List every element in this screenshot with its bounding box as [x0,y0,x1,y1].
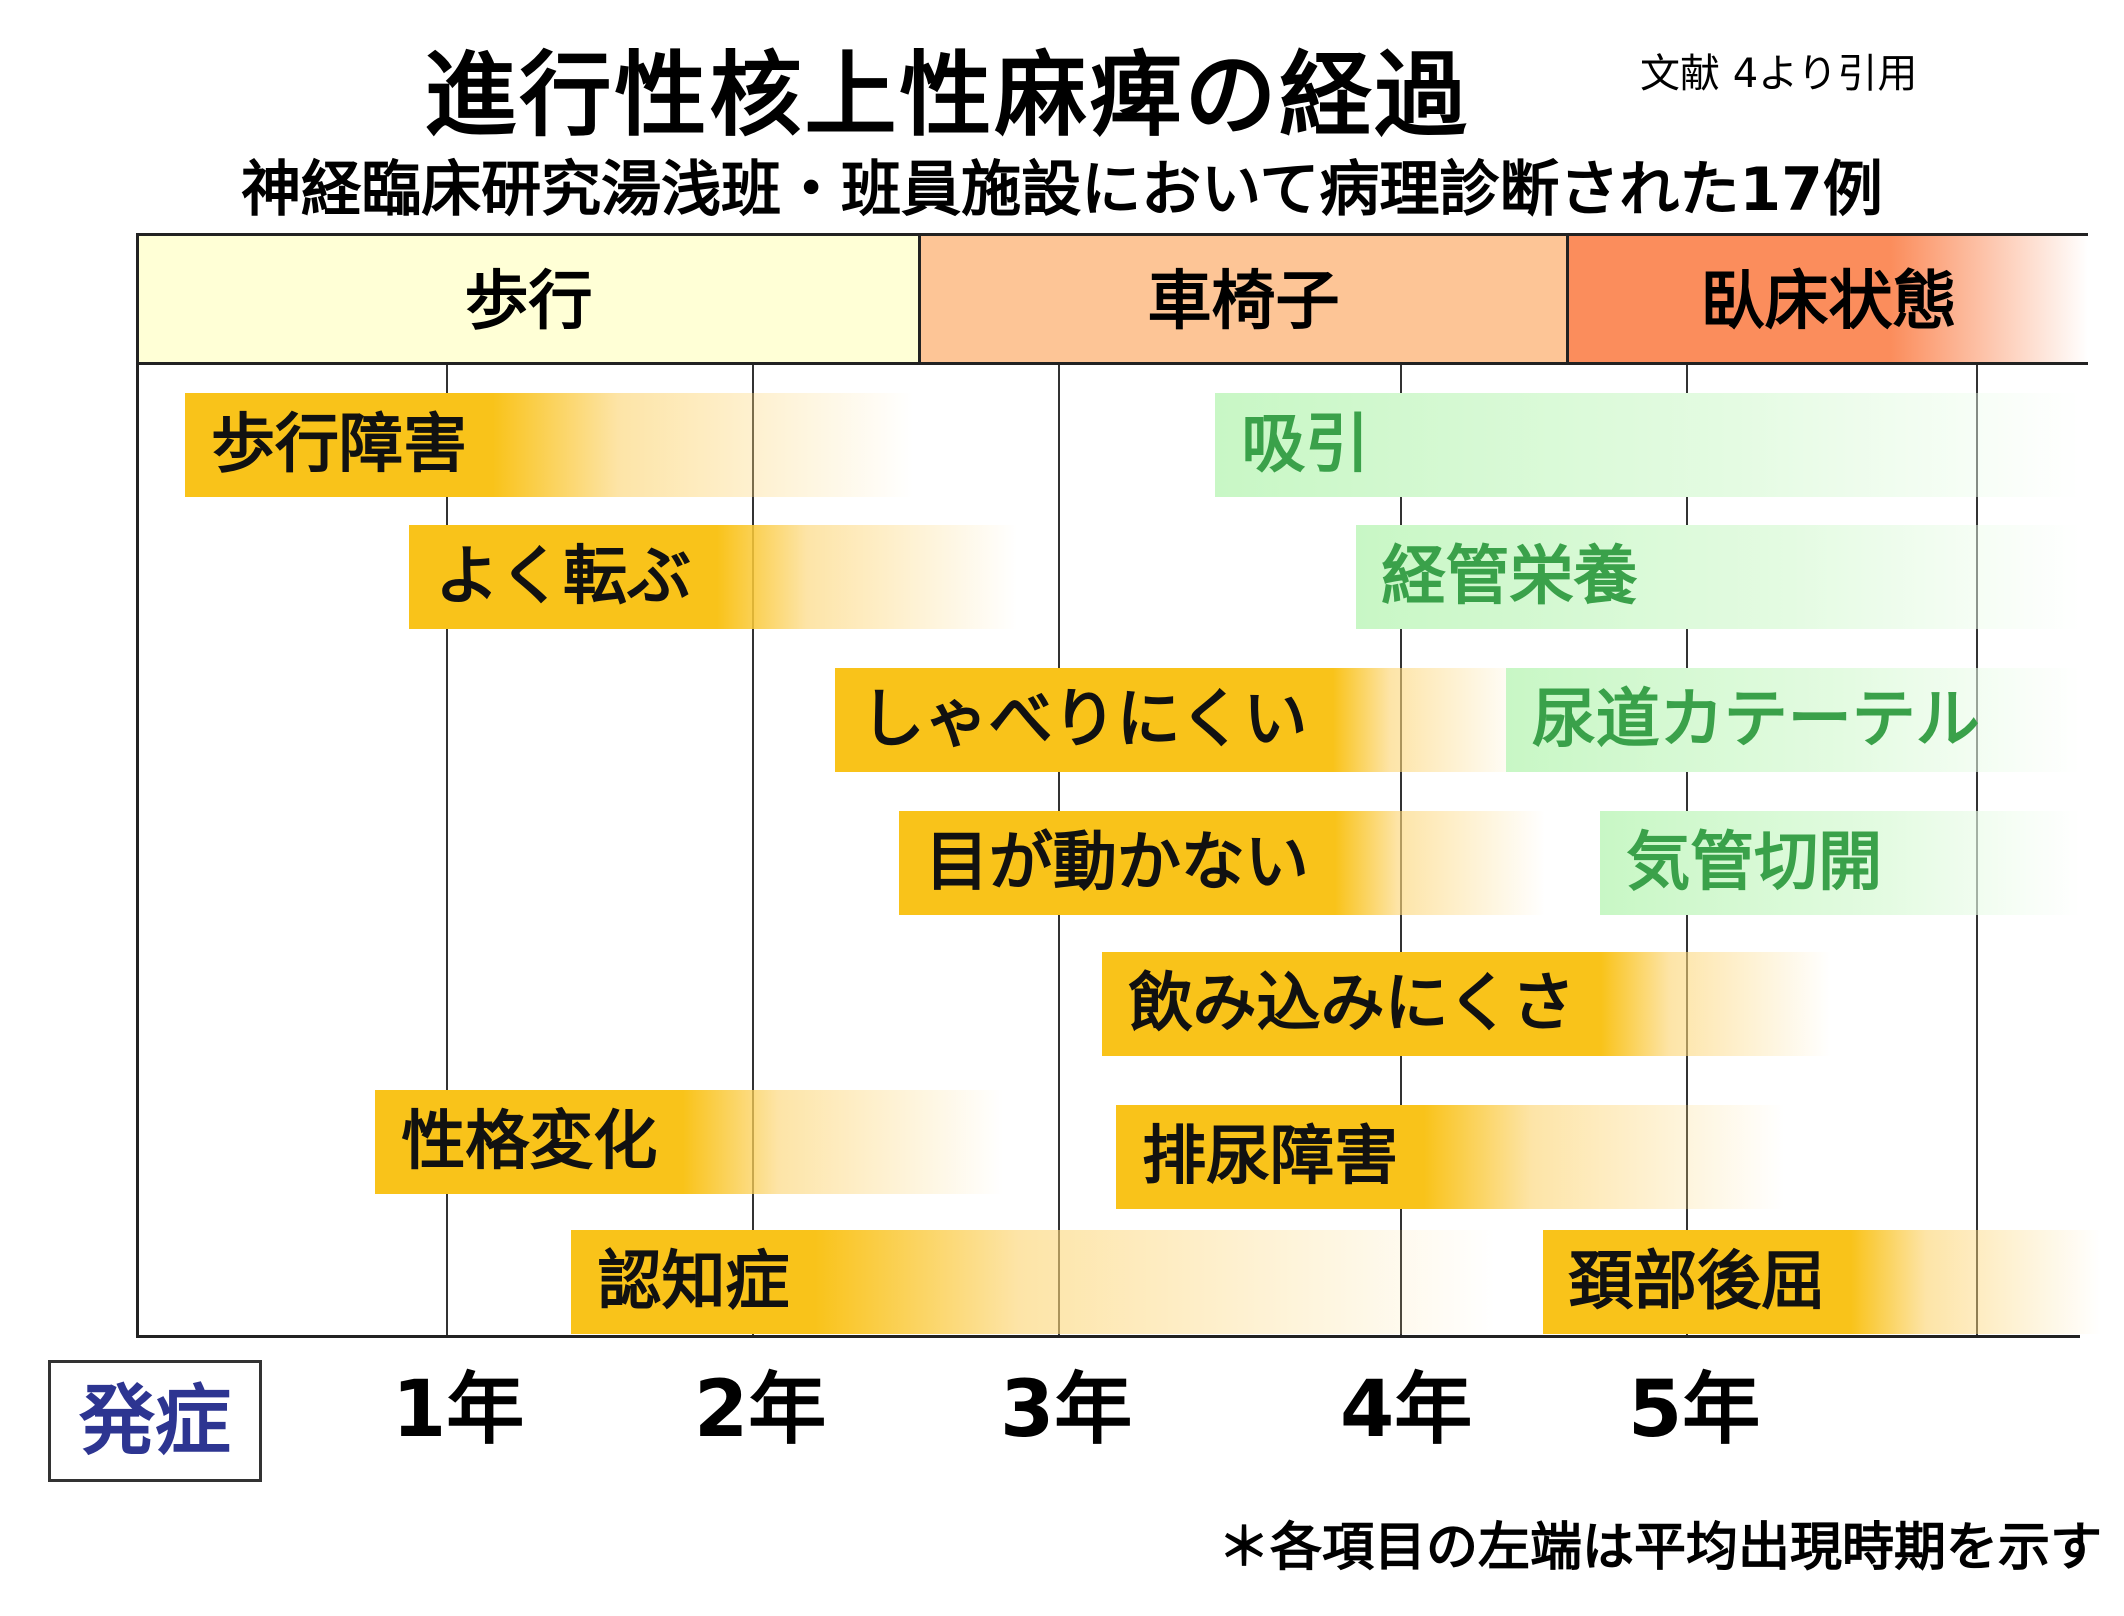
symptom-bar-swallowing: 飲み込みにくさ [1102,952,1832,1056]
care-label: 尿道カテーテル [1531,683,1980,757]
symptom-bar-frequent-falls: よく転ぶ [409,525,1018,629]
year-label-5: 5年 [1628,1365,1761,1455]
symptom-bar-speech-difficulty: しゃべりにくい [834,668,1524,772]
symptom-bar-walking-disorder: 歩行障害 [185,393,914,497]
care-label: 気管切開 [1626,826,1883,900]
page-subtitle: 神経臨床研究湯浅班・班員施設において病理診断された17例 [241,155,1883,225]
symptom-label: 性格変化 [375,1090,684,1194]
care-label: 経管栄養 [1381,540,1638,614]
footnote: ＊各項目の左端は平均出現時期を示す [1217,1518,2102,1578]
symptom-bar-neck-extension: 頚部後屈 [1543,1230,2101,1334]
care-band-tube-feeding: 経管栄養 [1355,525,2080,629]
symptom-bar-dementia: 認知症 [571,1230,1496,1334]
year-label-2: 2年 [694,1365,827,1455]
onset-label: 発症 [48,1360,262,1482]
gridline-year-2 [752,365,754,1335]
symptom-label: 目が動かない [898,811,1335,915]
symptom-bar-urination: 排尿障害 [1116,1105,1785,1209]
care-band-urinary-catheter: 尿道カテーテル [1505,668,2080,772]
symptom-bar-personality-change: 性格変化 [375,1090,1004,1194]
symptom-label: しゃべりにくい [834,668,1334,772]
care-band-suction: 吸引 [1215,393,2080,497]
symptom-label: 排尿障害 [1116,1105,1425,1209]
source-citation: 文献 4より引用 [1640,51,1918,97]
year-label-1: 1年 [392,1365,525,1455]
care-band-tracheotomy: 気管切開 [1600,811,2080,915]
symptom-label: 頚部後屈 [1543,1230,1851,1334]
care-label: 吸引 [1241,408,1370,482]
symptom-label: よく転ぶ [409,525,718,629]
timeline-chart: 歩行障害 よく転ぶ しゃべりにくい 目が動かない 飲み込みにくさ 性格変化 排尿… [136,365,2101,1338]
symptom-label: 歩行障害 [185,393,494,497]
gridline-year-1 [446,365,448,1335]
stage-walking: 歩行 [136,233,918,365]
symptom-bar-eye-movement: 目が動かない [898,811,1545,915]
year-label-3: 3年 [1000,1365,1133,1455]
page-title: 進行性核上性麻痺の経過 [424,42,1470,149]
symptom-label: 飲み込みにくさ [1102,952,1602,1056]
stage-wheelchair: 車椅子 [918,233,1566,365]
year-label-4: 4年 [1340,1365,1473,1455]
symptom-label: 認知症 [571,1230,816,1334]
stage-bedridden: 臥床状態 [1566,233,2088,365]
